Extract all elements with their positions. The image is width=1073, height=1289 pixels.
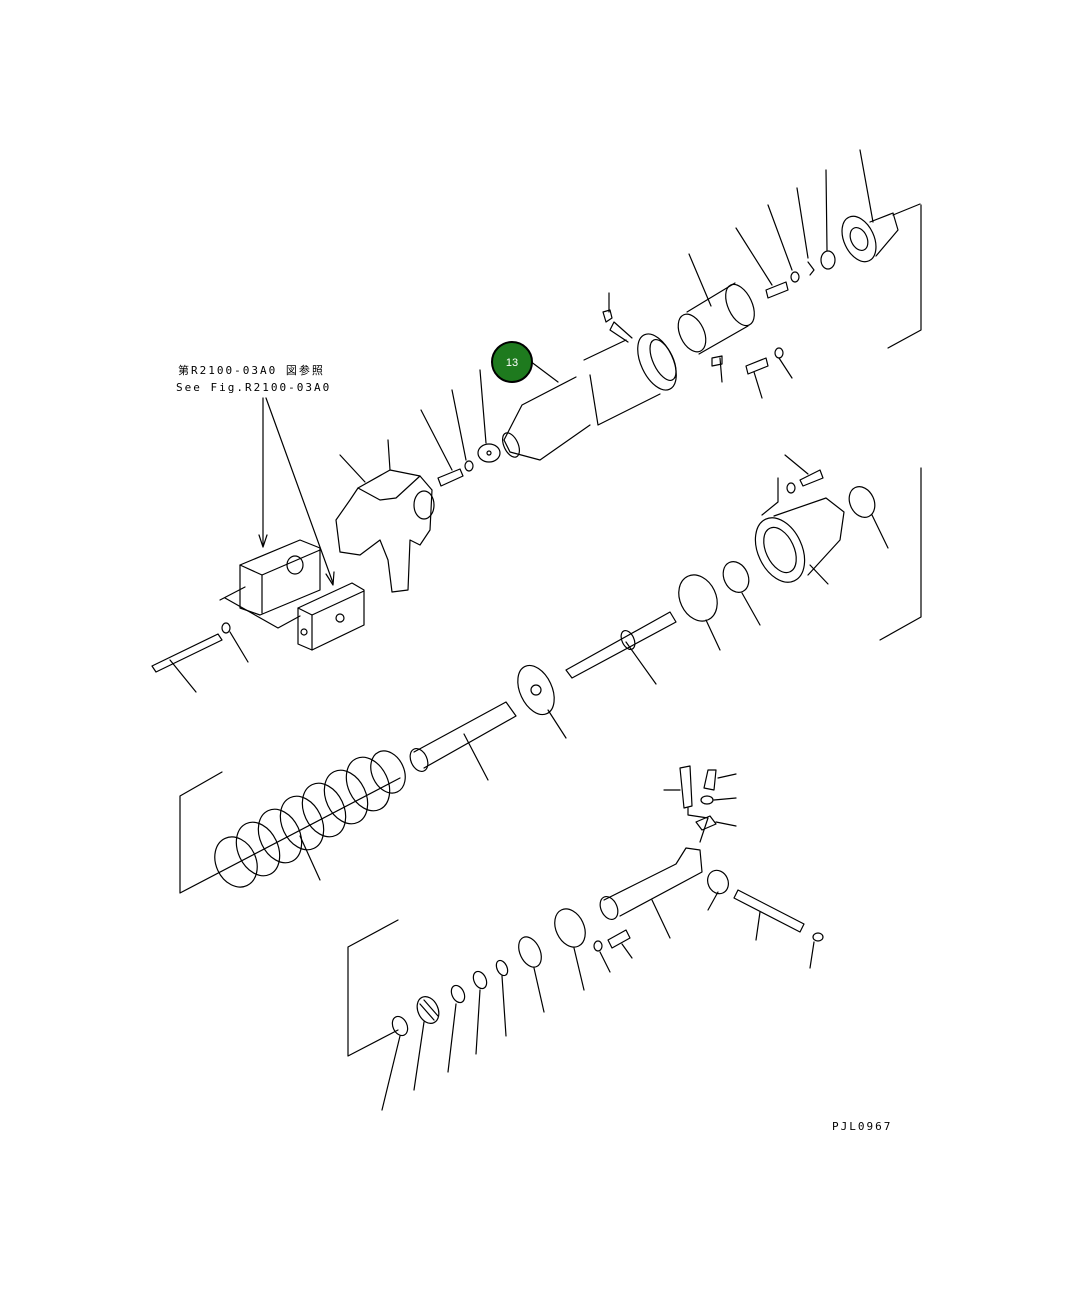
cylinder-tube [599, 847, 703, 939]
spacer-tube [409, 701, 517, 781]
bearing-housing [754, 497, 845, 585]
yoke [335, 439, 435, 593]
washer-7 [593, 940, 611, 973]
washer [767, 204, 800, 283]
recoil-spring [214, 750, 406, 888]
cap-block [219, 539, 321, 629]
washer-3 [774, 347, 793, 379]
back-up-ring [472, 970, 488, 1055]
retaining-ring [495, 959, 509, 1037]
drawing-code: PJL0967 [832, 1120, 892, 1133]
bushing [848, 486, 889, 549]
piston [413, 996, 440, 1091]
bolt-2 [420, 409, 464, 487]
u-packing [447, 984, 466, 1073]
grease-fitting-top [602, 292, 613, 323]
reference-arrows [258, 397, 335, 586]
lock-washer [796, 187, 815, 276]
nut [820, 169, 836, 270]
piston-rod [565, 611, 677, 685]
o-ring [678, 574, 721, 651]
washer-6 [700, 795, 737, 805]
bolt-6 [607, 929, 633, 959]
bracket-block [297, 582, 365, 651]
washer-2 [451, 389, 474, 472]
bolt [735, 227, 789, 299]
frame-brackets [179, 204, 922, 1057]
cylinder-sleeve [677, 253, 755, 355]
washer-4 [221, 622, 249, 663]
dust-seal [381, 1015, 409, 1111]
retainer-plate [554, 908, 586, 991]
cylinder-bush [707, 869, 729, 911]
lock-plate [695, 815, 737, 831]
reference-note-jp: 第R2100-03A0 図参照 [178, 363, 325, 377]
callout-number: 13 [506, 357, 518, 369]
washer-5 [761, 477, 796, 516]
pin [733, 889, 805, 941]
piston-disc [517, 664, 567, 739]
end-flange [841, 149, 921, 263]
sleeve-ring [722, 561, 761, 626]
long-bolt [151, 633, 223, 693]
cylinder-end [502, 360, 591, 461]
reference-note-en: See Fig.R2100-03A0 [176, 381, 331, 394]
cylinder-body [583, 321, 723, 426]
callout-marker[interactable]: 13 [491, 341, 533, 383]
disc [477, 369, 501, 463]
snap-ring [518, 936, 545, 1013]
pin-cap [809, 932, 824, 969]
bolt-5 [703, 769, 737, 791]
bolt-4 [784, 454, 824, 487]
relief-valve [663, 765, 709, 843]
bolt-3 [745, 357, 769, 399]
callout-badge[interactable] [491, 341, 533, 383]
